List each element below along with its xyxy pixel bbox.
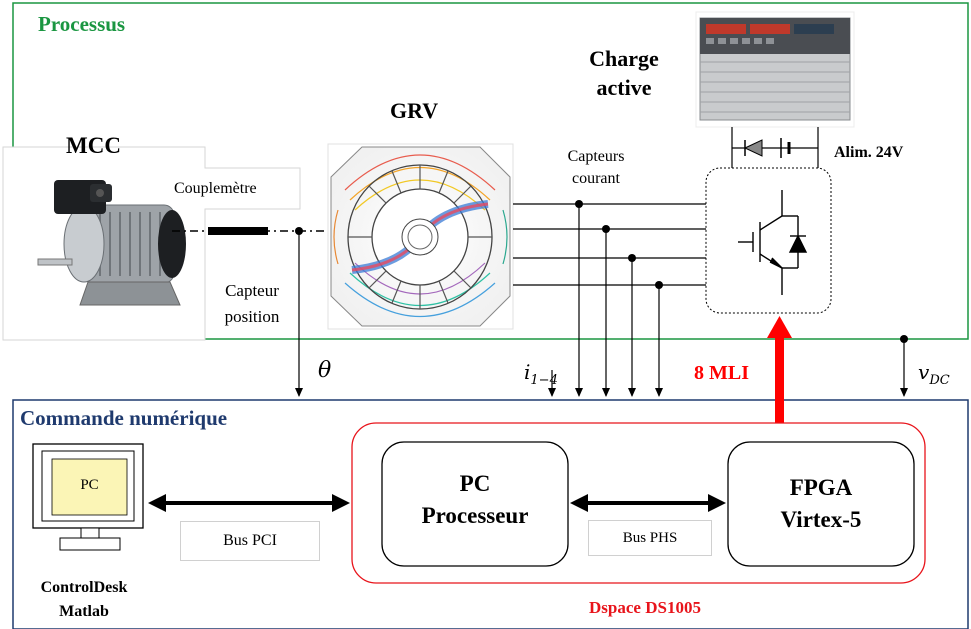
couplemetre-bar bbox=[208, 227, 268, 235]
alim-label: Alim. 24V bbox=[834, 144, 904, 161]
capteurs-courant-label: Capteurs courant bbox=[551, 146, 641, 190]
mcc-label: MCC bbox=[66, 133, 121, 158]
controldesk-line1: ControlDesk bbox=[40, 579, 128, 596]
mli-arrow bbox=[767, 316, 792, 433]
fpga-line1: FPGA bbox=[789, 475, 853, 500]
controldesk-line2: Matlab bbox=[59, 603, 109, 620]
commande-frame bbox=[12, 399, 969, 629]
processus-title: Processus bbox=[38, 12, 126, 36]
grv-image bbox=[327, 143, 514, 330]
diode-symbol bbox=[743, 139, 763, 157]
mli-label: 8 MLI bbox=[694, 362, 749, 384]
charge-active-line1: Charge bbox=[589, 46, 659, 71]
couplemetre-label: Couplemètre bbox=[174, 180, 257, 197]
converter-box bbox=[705, 167, 832, 314]
grv-label: GRV bbox=[390, 98, 439, 123]
fpga-box bbox=[727, 441, 915, 567]
capteur-position-label: Capteur position bbox=[206, 278, 298, 330]
dspace-label: Dspace DS1005 bbox=[589, 598, 701, 617]
igbt-symbol bbox=[738, 190, 808, 295]
bus-pci-label: Bus PCI bbox=[180, 521, 320, 561]
capteurs-courant-line1: Capteurs bbox=[567, 148, 625, 165]
charge-active-line2: active bbox=[596, 75, 652, 100]
pc-processeur-box bbox=[381, 441, 569, 567]
capteurs-courant-line2: courant bbox=[572, 170, 620, 187]
pc-screen-label: PC bbox=[80, 477, 99, 493]
bus-pci-arrow bbox=[148, 494, 350, 512]
bus-phs-arrow bbox=[570, 494, 726, 512]
battery-symbol bbox=[780, 138, 791, 158]
capteur-position-line2: position bbox=[224, 307, 280, 326]
pc-processeur-line2: Processeur bbox=[421, 503, 529, 528]
commande-title: Commande numérique bbox=[20, 406, 228, 430]
i-main: i bbox=[524, 360, 531, 384]
vdc-label: vDC bbox=[918, 360, 950, 388]
mcc-motor-image bbox=[37, 180, 186, 306]
pc-processeur-line1: PC bbox=[459, 471, 491, 496]
current-sense-lines bbox=[548, 204, 663, 397]
vdc-main: v bbox=[918, 360, 930, 384]
theta-label: θ bbox=[318, 358, 332, 383]
controldesk-label: ControlDesk Matlab bbox=[22, 576, 146, 624]
pc-monitor-icon bbox=[32, 443, 144, 551]
fpga-line2: Virtex-5 bbox=[780, 507, 862, 532]
phase-lines bbox=[513, 203, 706, 286]
capteur-courant-nodes bbox=[575, 200, 663, 289]
i-label: i1−4 bbox=[524, 360, 558, 388]
pc-processeur-label: PC Processeur bbox=[382, 468, 568, 532]
capteur-position-line1: Capteur bbox=[225, 281, 279, 300]
bus-phs-label: Bus PHS bbox=[588, 520, 712, 556]
vdc-sub: DC bbox=[929, 373, 950, 388]
fpga-label: FPGA Virtex-5 bbox=[728, 472, 914, 536]
charge-active-image bbox=[695, 11, 855, 128]
i-sub: 1−4 bbox=[530, 373, 558, 388]
charge-active-label: Charge active bbox=[574, 44, 674, 102]
